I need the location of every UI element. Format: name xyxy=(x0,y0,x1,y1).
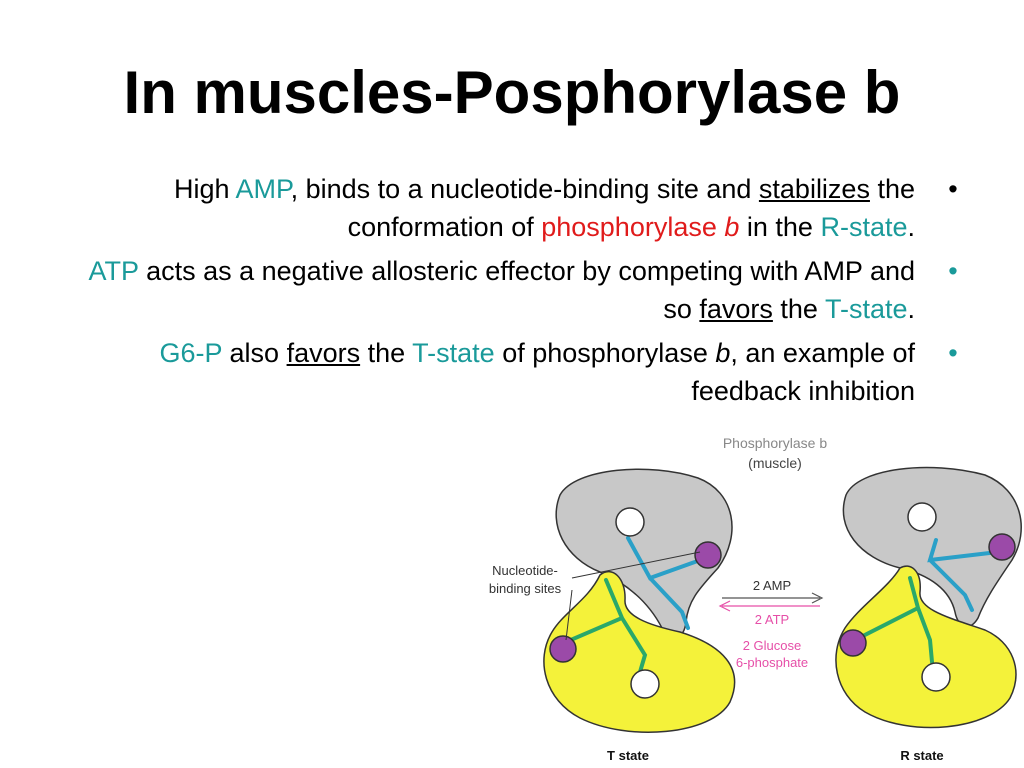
text-run-r-state: R-state xyxy=(820,212,908,242)
text-run: High xyxy=(174,174,236,204)
text-run-atp: ATP xyxy=(88,256,139,286)
text-run: . xyxy=(907,212,915,242)
text-run-g6p: G6-P xyxy=(159,338,223,368)
text-run-t-state: T-state xyxy=(412,338,495,368)
callout-line1: Nucleotide- xyxy=(492,563,558,578)
slide-title: In muscles-Posphorylase b xyxy=(123,59,901,126)
callout-line2: binding sites xyxy=(489,581,562,596)
bullet-item-g6p: G6-P also favors the T-state of phosphor… xyxy=(60,334,958,410)
text-run-stabilizes: stabilizes xyxy=(758,174,870,204)
text-run-t-state: T-state xyxy=(824,294,908,324)
bullet-item-atp: ATP acts as a negative allosteric effect… xyxy=(60,252,958,328)
r-state-open-site-top xyxy=(907,502,937,532)
t-state-yellow-subunit xyxy=(543,570,736,733)
callout-leader-bottom xyxy=(565,589,573,641)
text-run: , binds to a nucleotide-binding site and xyxy=(290,174,759,204)
r-state-green-chain xyxy=(853,576,934,664)
text-run: in the xyxy=(739,212,821,242)
bullet-list: High AMP, binds to a nucleotide-binding … xyxy=(60,170,958,416)
text-run-phosphorylase: phosphorylase xyxy=(541,212,725,242)
text-run-amp: AMP xyxy=(235,174,291,204)
reverse-label-glucose: 2 Glucose xyxy=(743,638,802,653)
text-run: acts as a negative allosteric effector b… xyxy=(138,256,915,324)
text-run-b: b xyxy=(724,212,740,242)
bullet-marker: • xyxy=(948,174,958,204)
reverse-arrowhead xyxy=(718,600,731,612)
t-state-purple-site-bottom xyxy=(549,635,577,663)
bullet-marker: • xyxy=(948,338,958,368)
text-run: the xyxy=(772,294,825,324)
t-state-label: T state xyxy=(607,748,649,763)
r-state-blue-chain xyxy=(927,538,1000,612)
text-run: the xyxy=(360,338,413,368)
t-state-purple-site-top xyxy=(694,541,722,569)
t-state-open-site-bottom xyxy=(630,669,660,699)
reverse-label-atp: 2 ATP xyxy=(755,612,789,627)
r-state-label: R state xyxy=(900,748,943,763)
callout-leader-top xyxy=(571,551,701,579)
r-state-purple-site-top xyxy=(988,533,1016,561)
figure-subheading: (muscle) xyxy=(748,455,802,471)
figure-heading: Phosphorylase b xyxy=(723,435,828,451)
r-state-purple-site-bottom xyxy=(839,629,867,657)
text-run-favors: favors xyxy=(286,338,361,368)
text-run: also xyxy=(222,338,287,368)
t-state-open-site-top xyxy=(615,507,645,537)
r-state-yellow-subunit xyxy=(835,565,1017,729)
reverse-label-6-phosphate: 6-phosphate xyxy=(736,655,808,670)
text-run: of phosphorylase xyxy=(494,338,716,368)
text-run-b: b xyxy=(715,338,731,368)
phosphorylase-diagram: Phosphorylase b (muscle) Nucleotide- bin… xyxy=(489,435,1022,763)
text-run: . xyxy=(907,294,915,324)
text-run-favors: favors xyxy=(699,294,773,324)
t-state-blue-chain xyxy=(626,536,708,630)
t-state-green-chain xyxy=(564,578,648,674)
text-run: , an example of feedback inhibition xyxy=(691,338,915,406)
forward-label-amp: 2 AMP xyxy=(753,578,791,593)
bullet-marker: • xyxy=(948,256,958,286)
forward-arrowhead xyxy=(811,592,824,604)
r-state-open-site-bottom xyxy=(921,662,951,692)
bullet-item-amp: High AMP, binds to a nucleotide-binding … xyxy=(60,170,958,246)
text-run: the conformation of xyxy=(347,174,915,242)
